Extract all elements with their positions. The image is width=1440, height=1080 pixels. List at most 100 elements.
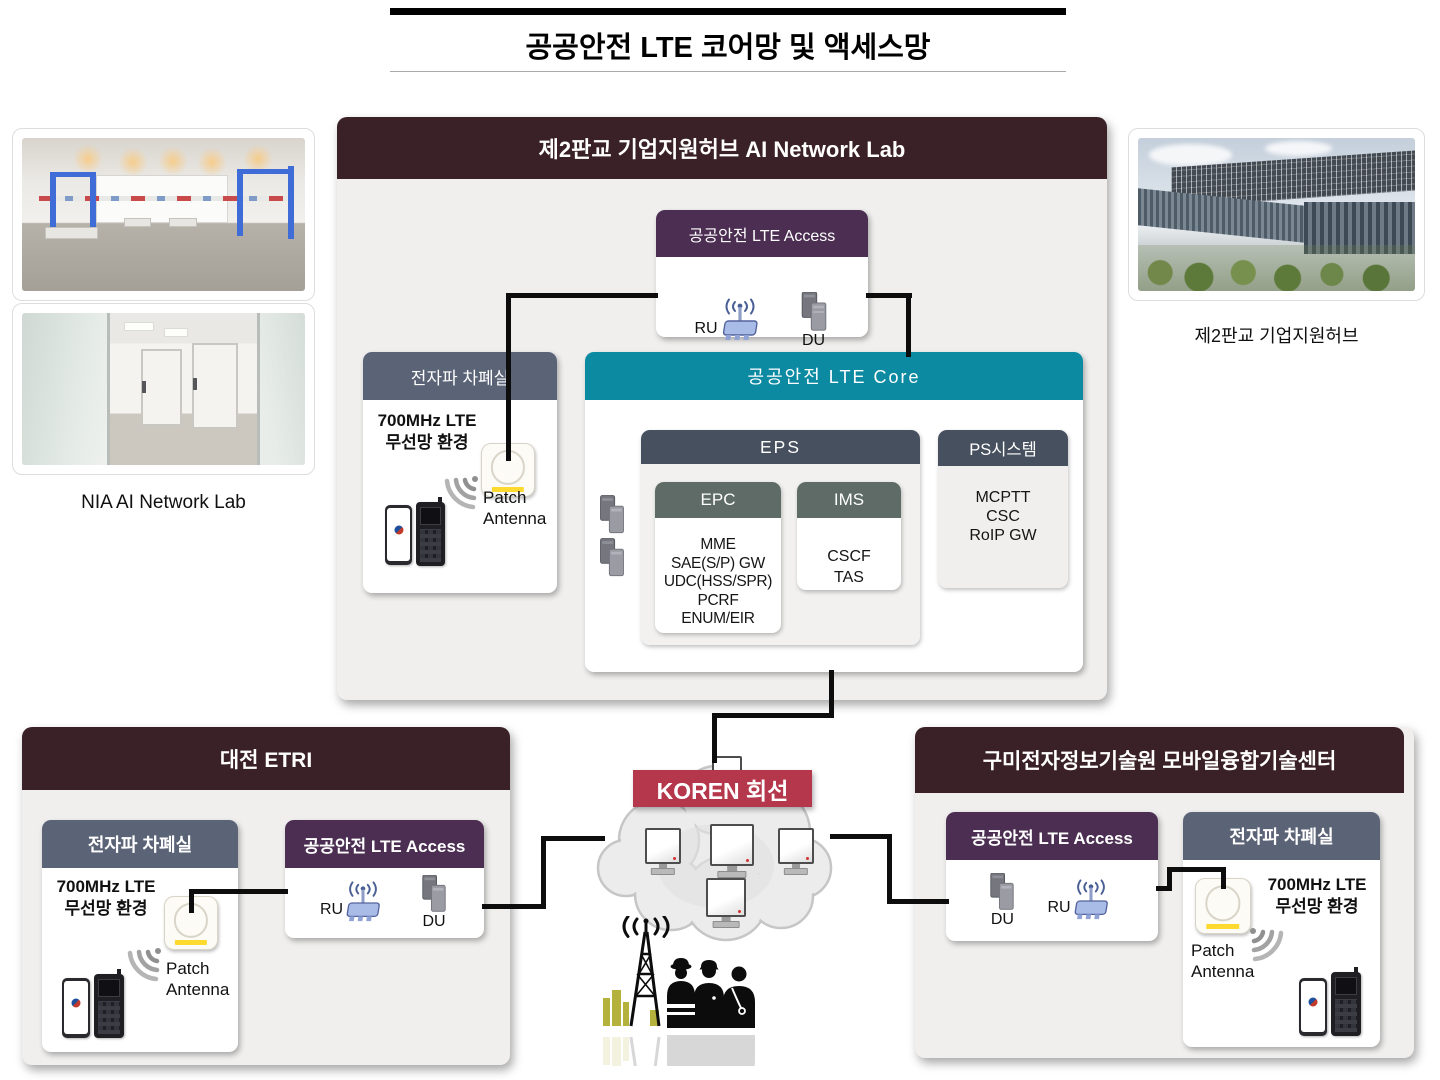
gumi-shield-room-box: 전자파 차폐실 700MHz LTE 무선망 환경 Patch Antenna [1183, 812, 1380, 1047]
ru-device: RU [694, 298, 767, 344]
connector-line [541, 836, 605, 841]
network-node-icon [706, 878, 746, 928]
wifi-waves-icon [444, 476, 478, 510]
panel-daejeon-etri: 대전 ETRI 전자파 차폐실 700MHz LTE 무선망 환경 Patch … [22, 727, 510, 1065]
etri-lte-access-box: 공공안전 LTE Access RU [285, 820, 484, 938]
du-device: DU [798, 292, 830, 350]
glass-wall [22, 313, 110, 465]
connector-line [866, 293, 912, 298]
page-title: 공공안전 LTE 코어망 및 액세스망 [525, 32, 931, 64]
panel-gumi-center: 구미전자정보기술원 모바일융합기술센터 공공안전 LTE Access DU [915, 727, 1414, 1058]
list-item: CSCF [827, 548, 871, 565]
trees [1138, 245, 1415, 291]
list-item: PCRF [697, 591, 739, 609]
subbox-title: 전자파 차폐실 [1229, 827, 1334, 847]
connector-line [712, 713, 717, 763]
title-top-bar [390, 8, 1066, 15]
subbox-title: 공공안전 LTE Core [747, 367, 921, 387]
panel-etri-header: 대전 ETRI [22, 727, 510, 790]
ceiling-light [157, 145, 188, 176]
blue-frame [89, 171, 96, 227]
photo-nia-lab-room [22, 138, 305, 291]
wifi-waves-icon [1250, 928, 1284, 962]
cloud [1149, 144, 1233, 166]
du-label: DU [990, 910, 1014, 928]
list-item: CSC [986, 508, 1020, 525]
nia-caption: NIA AI Network Lab [81, 492, 246, 513]
panel-gumi-header: 구미전자정보기술원 모바일융합기술센터 [915, 727, 1404, 793]
shield-door [140, 349, 182, 427]
blue-frame [50, 171, 90, 177]
du-label: DU [801, 332, 826, 349]
subbox-title: 공공안전 LTE Access [303, 836, 466, 856]
etri-lte-access-header: 공공안전 LTE Access [285, 820, 484, 868]
eps-header: EPS [641, 430, 920, 464]
first-responders-illustration [603, 916, 755, 1028]
router-icon [722, 298, 758, 340]
radio-phone-icon [94, 969, 124, 1038]
subbox-title: IMS [833, 490, 865, 509]
glass-wall [256, 313, 305, 465]
epc-header: EPC [655, 482, 781, 518]
subbox-title: PS시스템 [969, 441, 1037, 459]
server-icon [990, 872, 1015, 910]
main-shield-room-box: 전자파 차폐실 700MHz LTE 무선망 환경 Patch Antenna [363, 352, 557, 593]
list-item: MCPTT [975, 489, 1031, 506]
connector-line [506, 293, 658, 298]
smartphone-icon [385, 505, 412, 565]
connector-line [887, 834, 892, 904]
radio-phone-icon [416, 497, 445, 566]
etri-shield-room-header: 전자파 차폐실 [42, 820, 238, 868]
etri-shield-room-body: 700MHz LTE 무선망 환경 Patch Antenna [42, 868, 238, 1052]
ps-system-box: PS시스템 MCPTT CSC RoIP GW [938, 430, 1068, 588]
connector-line [1221, 867, 1226, 889]
ceiling-light [72, 144, 103, 175]
gumi-lte-access-body: DU RU [946, 860, 1158, 941]
panel-title: 제2판교 기업지원허브 AI Network Lab [538, 137, 906, 162]
door-handle [141, 380, 146, 393]
ims-header: IMS [797, 482, 901, 518]
du-label: DU [422, 913, 446, 930]
list-item: RoIP GW [969, 527, 1037, 544]
connector-line [1167, 867, 1172, 891]
title-underline [390, 71, 1066, 72]
table [123, 217, 152, 228]
server-icon [422, 875, 446, 912]
connector-line [189, 891, 194, 913]
patch-antenna-label: Patch Antenna [166, 959, 230, 999]
network-node-icon [645, 828, 681, 875]
ru-device: RU [1047, 878, 1116, 923]
photo-card-nia-room [12, 128, 315, 301]
router-icon [1074, 878, 1108, 919]
patch-antenna-label: Patch Antenna [483, 488, 547, 528]
main-lte-access-box: 공공안전 LTE Access RU [656, 210, 868, 349]
subbox-title: 전자파 차폐실 [87, 835, 193, 855]
server-icon [600, 538, 624, 577]
panel-pangyo-lab-header: 제2판교 기업지원허브 AI Network Lab [337, 117, 1107, 179]
list-item: MME [700, 536, 736, 553]
smartphone-icon [1299, 978, 1327, 1036]
gumi-shield-room-header: 전자파 차폐실 [1183, 812, 1380, 860]
list-item: UDC(HSS/SPR) [663, 573, 773, 590]
smartphone-icon [62, 978, 90, 1038]
network-node-icon [710, 824, 754, 878]
gumi-lte-access-header: 공공안전 LTE Access [946, 812, 1158, 860]
exhibit-strip [38, 196, 288, 202]
subbox-title: EPS [759, 436, 802, 457]
illustration-reflection [603, 1032, 763, 1066]
ru-device: RU [320, 881, 389, 925]
list-item: SAE(S/P) GW [670, 554, 765, 572]
ps-function-list: MCPTT CSC RoIP GW [938, 488, 1068, 545]
connector-line [712, 713, 834, 718]
env-label: 700MHz LTE 무선망 환경 [377, 411, 477, 452]
patch-antenna-label: Patch Antenna [1191, 941, 1255, 981]
connector-line [906, 293, 911, 357]
main-lte-access-header: 공공안전 LTE Access [656, 210, 868, 257]
ceiling-light [118, 147, 149, 178]
subbox-title: EPC [700, 490, 736, 509]
server-icon [600, 495, 624, 534]
blue-frame [237, 168, 289, 174]
